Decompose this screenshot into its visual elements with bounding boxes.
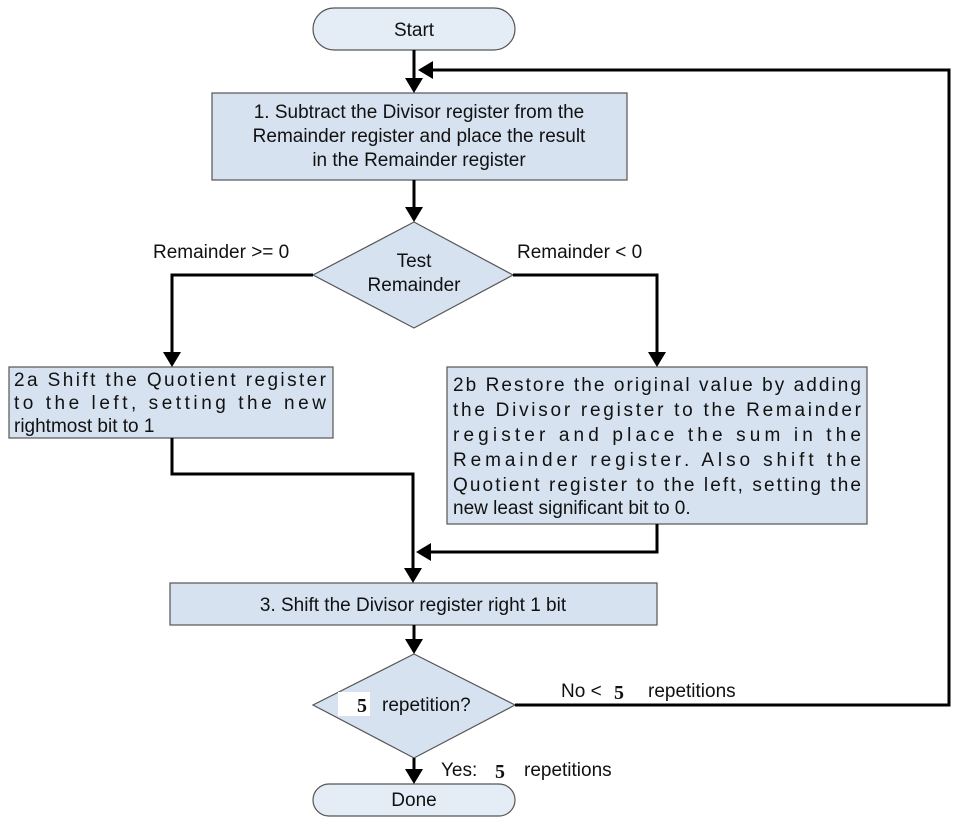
step1-line-3: in the Remainder register xyxy=(312,150,526,171)
arrowhead-loop xyxy=(418,61,433,79)
arrowhead-repetition xyxy=(405,639,423,654)
yes-label-suffix: repetitions xyxy=(524,760,612,781)
step1-line-1: 1. Subtract the Divisor register from th… xyxy=(254,102,585,123)
arrowhead-step3 xyxy=(404,568,422,583)
branch-lt-label: Remainder < 0 xyxy=(517,242,642,263)
rep-label: repetition? xyxy=(382,695,471,716)
arrowhead-test xyxy=(405,207,423,222)
step2a-line-3: rightmost bit to 1 xyxy=(14,416,154,437)
step3-label: 3. Shift the Divisor register right 1 bi… xyxy=(260,595,567,616)
arrowhead-2a xyxy=(163,352,181,367)
arrowhead-done xyxy=(405,769,423,784)
arrowhead-merge xyxy=(416,543,431,561)
step2b-line-2: the Divisor register to the Remainder xyxy=(453,400,862,421)
yes-label-count: 5 xyxy=(495,761,505,783)
done-label: Done xyxy=(391,790,436,811)
no-label-suffix: repetitions xyxy=(648,681,736,702)
edge-test-to-2a xyxy=(170,273,313,352)
edge-loop-back xyxy=(433,68,951,707)
arrowhead-step1 xyxy=(405,78,423,93)
yes-label-prefix: Yes: xyxy=(441,760,477,781)
rep-count-highlight xyxy=(338,692,370,716)
edge-test-to-2b xyxy=(513,273,659,352)
step2b-line-6: new least significant bit to 0. xyxy=(453,498,691,519)
step1-box xyxy=(211,92,628,181)
step2b-box xyxy=(446,366,868,525)
no-label-prefix: No < xyxy=(561,681,602,702)
step2a-box xyxy=(8,366,334,439)
edge-2a-to-step3 xyxy=(170,438,415,568)
no-label-count: 5 xyxy=(614,682,624,704)
step2b-line-5: Quotient register to the left, setting t… xyxy=(453,475,861,496)
test-label-line-1: Test xyxy=(397,251,433,272)
step2a-line-1: 2a Shift the Quotient register xyxy=(14,370,327,391)
rep-count: 5 xyxy=(357,695,367,717)
test-decision xyxy=(311,221,515,329)
start-label: Start xyxy=(394,20,435,41)
step1-line-2: Remainder register and place the result xyxy=(253,126,586,147)
arrowhead-2b xyxy=(648,352,666,367)
branch-ge-label: Remainder >= 0 xyxy=(153,242,289,263)
step2b-line-1: 2b Restore the original value by adding xyxy=(453,375,861,396)
step2a-line-2: to the left, setting the new xyxy=(14,393,326,414)
edge-2b-to-merge xyxy=(431,524,659,554)
test-label-line-2: Remainder xyxy=(368,275,462,296)
